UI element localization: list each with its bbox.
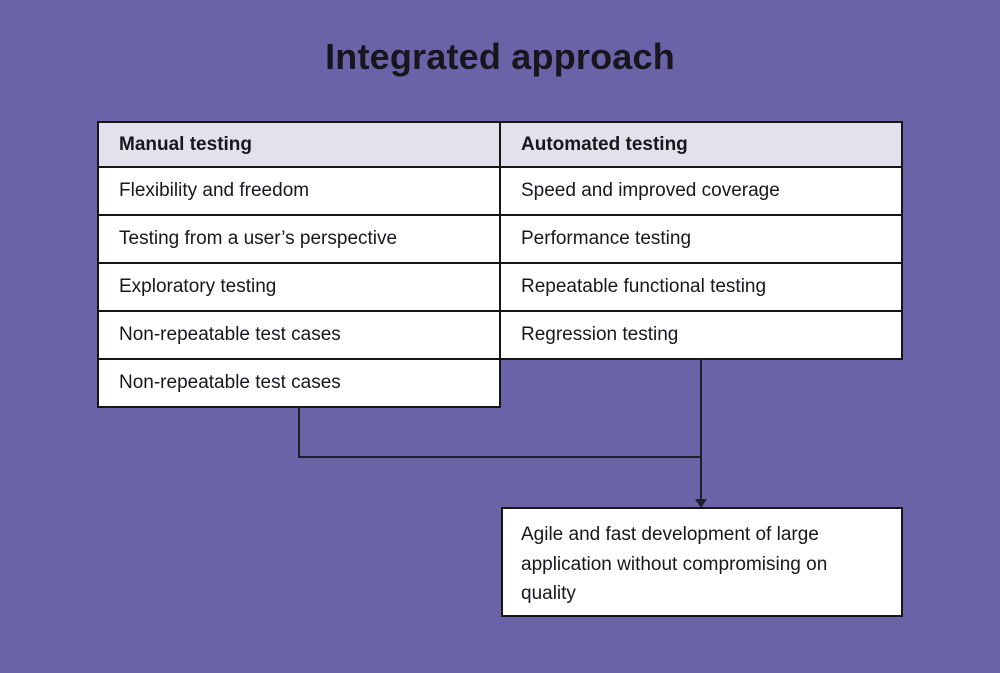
page-title: Integrated approach [325,36,675,77]
table-cell: Testing from a user’s perspective [97,214,501,264]
column-header-manual: Manual testing [97,121,501,168]
table-cell: Repeatable functional testing [499,262,903,312]
automated-testing-column: Automated testing Speed and improved cov… [499,121,903,360]
column-header-automated: Automated testing [499,121,903,168]
connector-line-left [298,407,701,458]
table-cell: Performance testing [499,214,903,264]
table-cell: Regression testing [499,310,903,360]
manual-testing-column: Manual testing Flexibility and freedom T… [97,121,501,408]
table-cell: Exploratory testing [97,262,501,312]
table-cell: Non-repeatable test cases [97,310,501,360]
table-cell: Speed and improved coverage [499,166,903,216]
table-cell: Flexibility and freedom [97,166,501,216]
result-box: Agile and fast development of large appl… [501,507,903,617]
table-cell: Non-repeatable test cases [97,358,501,408]
